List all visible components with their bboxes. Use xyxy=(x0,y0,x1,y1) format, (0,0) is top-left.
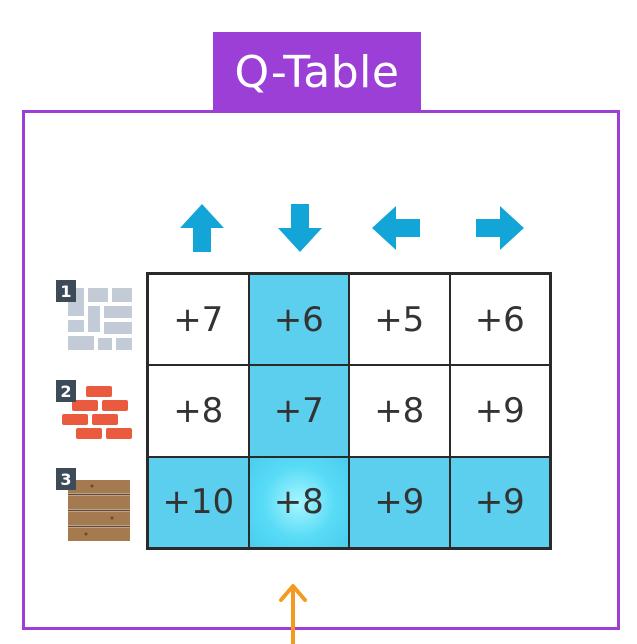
down-arrow-icon xyxy=(278,204,322,252)
state-2-badge: 2 xyxy=(56,380,76,402)
qtable-cell: +7 xyxy=(248,365,349,457)
up-arrow-icon xyxy=(180,204,224,252)
pointer-arrow-icon xyxy=(279,584,307,644)
qtable-cell-selected: +8 xyxy=(248,456,349,548)
right-arrow-icon xyxy=(476,206,524,250)
state-1-row-header: 1 xyxy=(56,280,136,360)
state-2-row-header: 2 xyxy=(56,380,136,460)
stone-tile-wall-icon xyxy=(68,288,132,350)
qtable-grid: +7 +6 +5 +6 +8 +7 +8 +9 +10 +8 +9 +9 xyxy=(146,272,552,550)
qtable-frame xyxy=(22,110,620,630)
qtable-cell: +9 xyxy=(449,456,550,548)
qtable-cell: +9 xyxy=(449,365,550,457)
state-3-badge: 3 xyxy=(56,468,76,490)
qtable-title: Q-Table xyxy=(213,32,421,112)
state-3-row-header: 3 xyxy=(56,468,136,548)
qtable-cell: +8 xyxy=(148,365,249,457)
qtable-cell: +9 xyxy=(349,456,450,548)
qtable-cell: +8 xyxy=(349,365,450,457)
state-1-badge: 1 xyxy=(56,280,76,302)
qtable-cell: +5 xyxy=(349,274,450,366)
qtable-cell: +7 xyxy=(148,274,249,366)
qtable-cell: +6 xyxy=(248,274,349,366)
qtable-cell: +10 xyxy=(148,456,249,548)
qtable-frame-bottom xyxy=(22,627,620,630)
left-arrow-icon xyxy=(372,206,420,250)
wood-plank-wall-icon xyxy=(68,480,130,541)
red-brick-wall-icon xyxy=(62,386,132,439)
qtable-cell: +6 xyxy=(449,274,550,366)
